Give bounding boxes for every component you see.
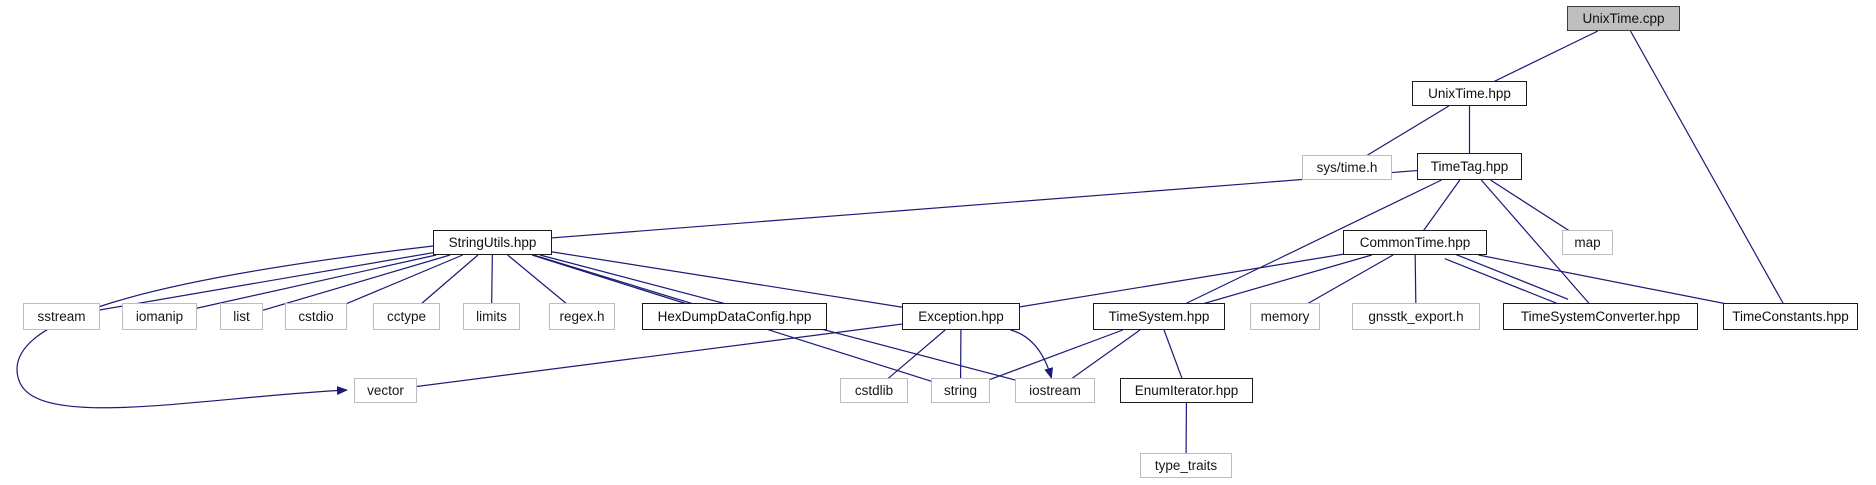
edge-stringutils-hpp-to-list — [240, 254, 451, 318]
node-timeconstants-hpp[interactable]: TimeConstants.hpp — [1723, 303, 1858, 330]
node-exception-hpp[interactable]: Exception.hpp — [902, 303, 1020, 330]
edge-timetag-hpp-to-timesystem-hpp — [1158, 179, 1442, 318]
edge-stringutils-hpp-to-exception-hpp — [551, 251, 962, 320]
edge-timetag-hpp-to-stringutils-hpp — [491, 169, 1418, 247]
node-cstdio: cstdio — [285, 303, 347, 330]
node-stringutils-hpp[interactable]: StringUtils.hpp — [433, 230, 552, 255]
node-limits: limits — [463, 303, 520, 330]
node-regex-h: regex.h — [549, 303, 615, 330]
node-gnsstk-export-h: gnsstk_export.h — [1352, 303, 1480, 330]
node-timesystem-hpp[interactable]: TimeSystem.hpp — [1093, 303, 1225, 330]
node-tsc-hpp[interactable]: TimeSystemConverter.hpp — [1503, 303, 1698, 330]
node-sys-time-h: sys/time.h — [1302, 155, 1392, 180]
edge-stringutils-hpp-to-iomanip — [158, 254, 437, 319]
edge-commontime-hpp-to-exception-hpp — [960, 253, 1344, 320]
node-memory: memory — [1250, 303, 1320, 330]
node-map: map — [1562, 230, 1613, 255]
node-enumiterator-hpp[interactable]: EnumIterator.hpp — [1120, 378, 1253, 403]
node-iostream: iostream — [1015, 378, 1095, 403]
edge-unixtime-cpp-to-timeconstants-hpp — [1629, 30, 1792, 318]
node-unixtime-cpp: UnixTime.cpp — [1567, 6, 1680, 31]
node-sstream: sstream — [23, 303, 100, 330]
node-cctype: cctype — [373, 303, 440, 330]
node-vector: vector — [354, 378, 417, 403]
node-string: string — [931, 378, 990, 403]
edge-timetag-hpp-to-tsc-hpp — [1480, 179, 1602, 318]
node-unixtime-hpp[interactable]: UnixTime.hpp — [1412, 81, 1527, 106]
edge-stringutils-hpp-to-vector — [16, 245, 434, 409]
node-commontime-hpp[interactable]: CommonTime.hpp — [1343, 230, 1487, 255]
node-type-traits: type_traits — [1140, 453, 1232, 478]
node-cstdlib: cstdlib — [840, 378, 908, 403]
node-timetag-hpp[interactable]: TimeTag.hpp — [1417, 153, 1522, 180]
edge-exception-hpp-to-iostream — [1010, 329, 1054, 379]
node-list: list — [220, 303, 263, 330]
node-hexdump-hpp[interactable]: HexDumpDataConfig.hpp — [642, 303, 827, 330]
edge-exception-hpp-to-vector — [384, 323, 903, 394]
node-iomanip: iomanip — [122, 303, 197, 330]
